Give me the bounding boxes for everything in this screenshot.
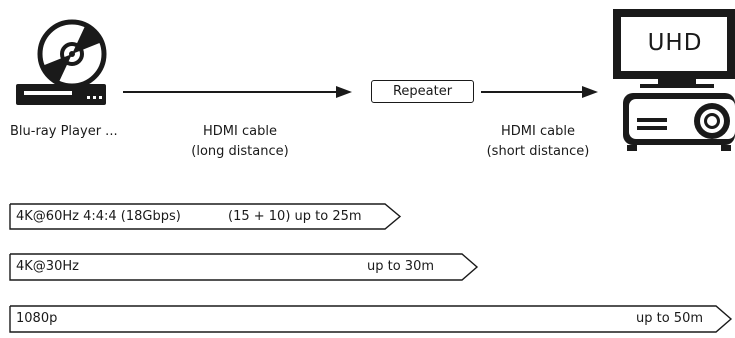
banner-1080p-range: up to 50m bbox=[636, 311, 704, 326]
short-cable-label: HDMI cable (short distance) bbox=[478, 124, 598, 160]
banner-1080p-shape bbox=[9, 305, 733, 333]
source-label: Blu-ray Player ... bbox=[10, 124, 118, 139]
long-cable-arrow bbox=[123, 86, 352, 98]
banner-4k60-format: 4K@60Hz 4:4:4 (18Gbps) bbox=[16, 209, 181, 224]
tv-icon bbox=[613, 9, 735, 88]
banner-4k60-shape bbox=[9, 203, 402, 230]
long-cable-label-line2: (long distance) bbox=[191, 144, 289, 159]
blu-ray-disc-icon bbox=[37, 19, 107, 89]
short-cable-label-line2: (short distance) bbox=[486, 144, 590, 159]
short-cable-label-line1: HDMI cable bbox=[501, 124, 575, 139]
long-cable-label-line1: HDMI cable bbox=[203, 124, 277, 139]
banner-4k30-range: up to 30m bbox=[367, 259, 435, 274]
banner-1080p-format: 1080p bbox=[16, 311, 58, 326]
repeater-box: Repeater bbox=[371, 80, 474, 103]
banner-4k60-range: (15 + 10) up to 25m bbox=[228, 209, 362, 224]
blu-ray-player-icon bbox=[16, 84, 106, 105]
short-cable-arrow bbox=[481, 86, 598, 98]
tv-screen-text: UHD bbox=[647, 30, 703, 56]
banner-4k30-shape bbox=[9, 253, 479, 281]
banner-4k30-format: 4K@30Hz bbox=[16, 259, 79, 274]
projector-icon bbox=[623, 93, 735, 151]
long-cable-label: HDMI cable (long distance) bbox=[185, 124, 295, 160]
